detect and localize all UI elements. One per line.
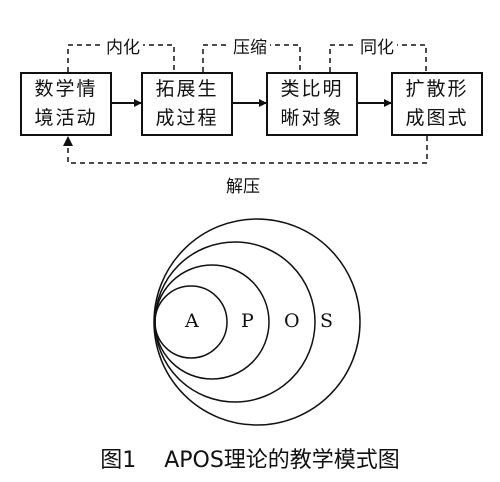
stage-1-line1: 数学情 (34, 78, 98, 100)
label-decompress: 解压 (223, 172, 263, 197)
stage-box-3: 类比明 晰对象 (266, 72, 358, 136)
stage-box-2: 拓展生 成过程 (141, 72, 233, 136)
label-compress: 压缩 (230, 33, 270, 58)
stage-box-4: 扩散形 成图式 (391, 72, 483, 136)
figure-caption: 图1 APOS理论的教学模式图 (0, 442, 500, 474)
letter-p: P (241, 310, 254, 332)
letter-a: A (185, 310, 199, 332)
label-interiorize: 内化 (103, 33, 143, 58)
letter-o: O (284, 310, 300, 332)
stage-3-line1: 类比明 (280, 78, 344, 100)
stage-3-line2: 晰对象 (280, 107, 344, 129)
feedback-arrowhead (63, 136, 73, 146)
label-assimilate: 同化 (357, 33, 397, 58)
stage-1-line2: 境活动 (34, 107, 98, 129)
circle-s (153, 218, 361, 426)
letter-s: S (320, 310, 334, 332)
figure-title: APOS理论的教学模式图 (164, 448, 400, 473)
stage-box-1: 数学情 境活动 (20, 72, 112, 136)
dashed-bracket-interiorize (67, 44, 175, 72)
dashed-feedback-loop (67, 136, 428, 164)
stage-4-line1: 扩散形 (405, 78, 469, 100)
stage-4-line2: 成图式 (405, 107, 469, 129)
stage-2-line1: 拓展生 (155, 78, 219, 100)
figure-number: 图1 (100, 448, 137, 473)
circle-a (154, 285, 228, 359)
stage-2-line2: 成过程 (155, 107, 219, 129)
